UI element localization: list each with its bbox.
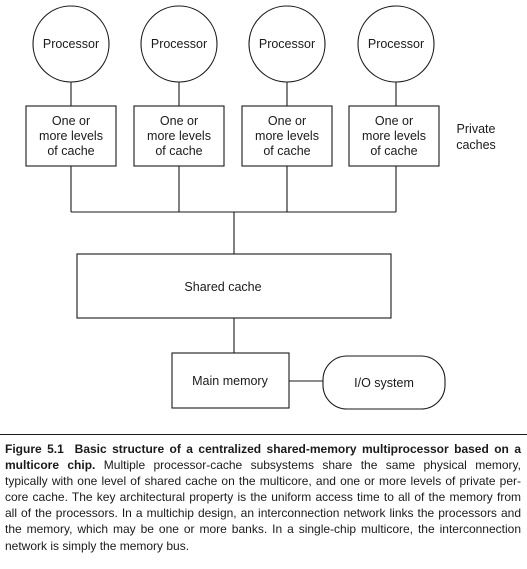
private-cache-2: One or more levels of cache [133, 105, 225, 167]
private-caches-label: Private caches [456, 122, 496, 152]
private-cache-2-line-1: One or [160, 114, 198, 128]
caption-body: Multiple processor-cache subsystems shar… [5, 458, 521, 553]
processor-3: Processor [248, 5, 326, 83]
main-memory-label: Main memory [192, 374, 268, 388]
private-cache-1-line-2: more levels [39, 129, 103, 143]
private-cache-3-line-2: more levels [255, 129, 319, 143]
processor-4-label: Processor [368, 37, 424, 51]
caption-title: Basic structure of a centralized shared-… [5, 442, 521, 473]
caption-divider [0, 434, 527, 435]
private-cache-1: One or more levels of cache [25, 105, 117, 167]
private-cache-3-line-1: One or [268, 114, 306, 128]
private-cache-4-line-2: more levels [362, 129, 426, 143]
main-memory: Main memory [171, 352, 290, 409]
private-cache-4-line-1: One or [375, 114, 413, 128]
processor-4: Processor [357, 5, 435, 83]
io-system-label: I/O system [354, 376, 414, 390]
processor-2-label: Processor [151, 37, 207, 51]
processor-1: Processor [32, 5, 110, 83]
private-cache-4-line-3: of cache [370, 144, 417, 158]
private-cache-1-line-3: of cache [47, 144, 94, 158]
connectors [70, 82, 397, 382]
private-caches-label-line-2: caches [456, 138, 496, 152]
private-cache-3-line-3: of cache [263, 144, 310, 158]
io-system: I/O system [322, 355, 446, 410]
private-cache-1-line-1: One or [52, 114, 90, 128]
processor-2: Processor [140, 5, 218, 83]
caption-label: Figure 5.1 [5, 442, 64, 456]
private-cache-2-line-2: more levels [147, 129, 211, 143]
private-cache-2-line-3: of cache [155, 144, 202, 158]
shared-cache-label: Shared cache [184, 280, 261, 294]
private-caches-label-line-1: Private [457, 122, 496, 136]
private-cache-3: One or more levels of cache [241, 105, 333, 167]
processor-1-label: Processor [43, 37, 99, 51]
multiprocessor-diagram: Processor Processor Processor Processor … [25, 5, 496, 410]
shared-cache: Shared cache [76, 253, 392, 319]
private-cache-4: One or more levels of cache [348, 105, 440, 167]
figure-caption: Figure 5.1 Basic structure of a centrali… [5, 441, 521, 554]
processor-3-label: Processor [259, 37, 315, 51]
